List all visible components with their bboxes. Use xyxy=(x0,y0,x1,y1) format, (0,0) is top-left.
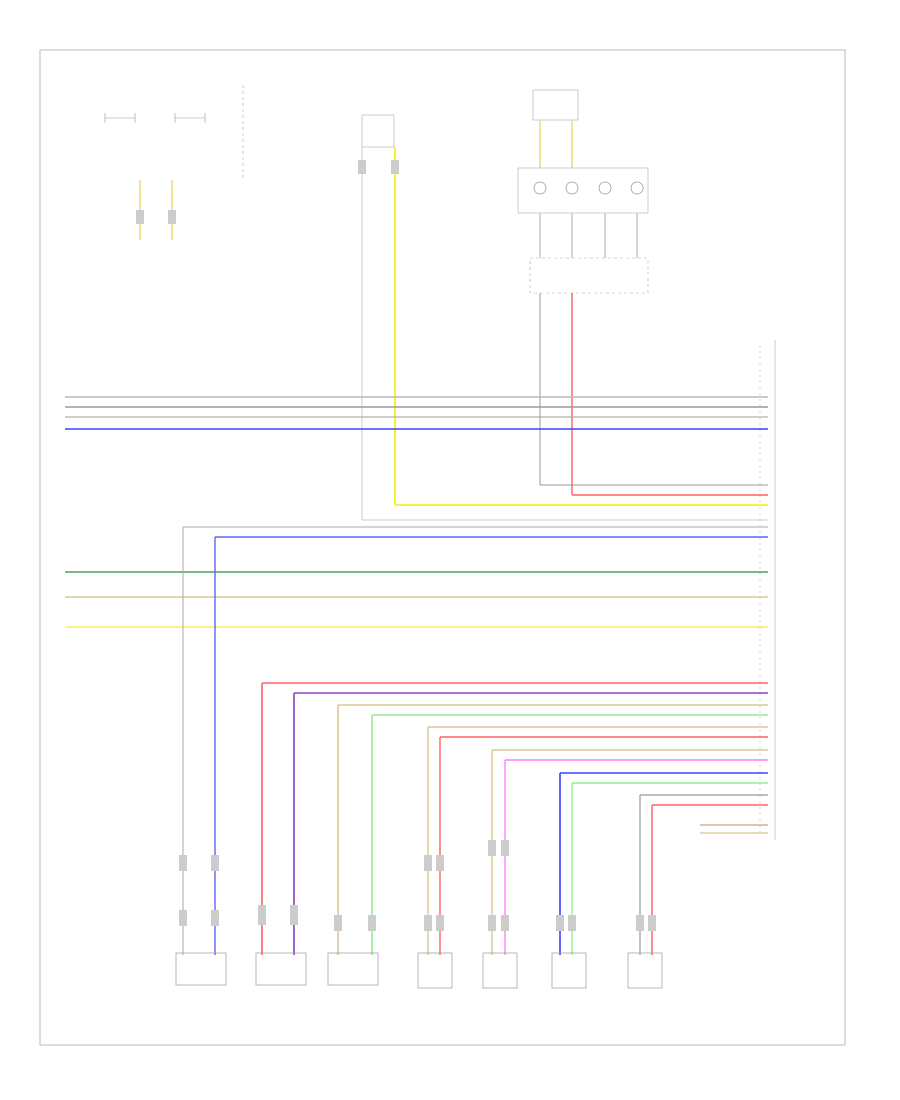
component-box-3 xyxy=(327,952,379,986)
component-box-2 xyxy=(255,952,307,986)
component-box-6 xyxy=(551,952,587,989)
component-box-1 xyxy=(175,952,227,986)
component-box-4 xyxy=(417,952,453,989)
vertical-wires xyxy=(182,527,653,955)
component-box-7 xyxy=(627,952,663,989)
connector-pins xyxy=(179,840,656,931)
diagram-border xyxy=(39,49,846,1046)
top-right-relay-block xyxy=(517,89,649,495)
horizontal-wires xyxy=(65,396,768,834)
control-module-connector xyxy=(759,340,776,840)
bottom-components xyxy=(175,952,663,989)
component-box-5 xyxy=(482,952,518,989)
top-middle-module xyxy=(358,114,399,520)
top-left-module-group xyxy=(104,85,244,240)
